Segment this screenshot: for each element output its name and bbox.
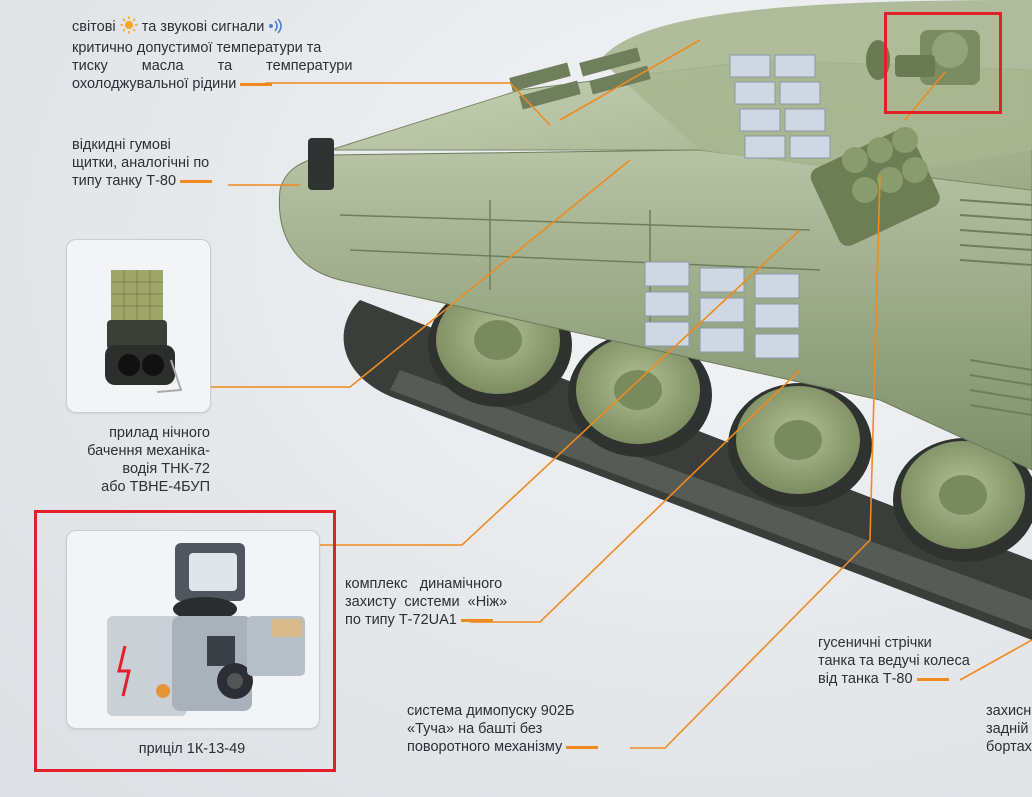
signals-prefix: світові: [72, 19, 116, 35]
callout-night-vision: прилад нічного бачення механіка- водія Т…: [60, 424, 210, 496]
highlight-frame-sight: [34, 510, 336, 772]
era-blocks: [644, 54, 831, 359]
callout-smoke: система димопуску 902Б «Туча» на башті б…: [407, 702, 637, 756]
rubber-flaps-line-3: типу танку Т-80: [72, 172, 232, 190]
side-line-1: захисн: [986, 703, 1032, 719]
sight-caption: приціл 1К-13-49: [138, 741, 246, 757]
night-vision-device-image: [105, 270, 183, 393]
orange-rule: [180, 179, 213, 183]
tracks-line-3: від танка Т-80: [818, 670, 1018, 688]
sight-device-image: [107, 543, 305, 716]
signals-line-2: критично допустимої температури та: [72, 40, 322, 56]
orange-rule: [240, 82, 273, 86]
night-vision-card: [66, 239, 211, 413]
side-line-2: задній: [986, 721, 1029, 737]
signals-line-4-text: охолоджувальної рідини: [72, 76, 237, 92]
smoke-line-3: поворотного механізму: [407, 738, 637, 756]
rubber-flaps-line-1: відкидні гумові: [72, 137, 171, 153]
side-line-3: бортах: [986, 739, 1032, 755]
smoke-line-3-text: поворотного механізму: [407, 739, 563, 755]
callout-side-protection: захисн задній бортах: [986, 702, 1032, 756]
era-line-3: по типу Т-72UA1: [345, 611, 523, 629]
road-wheels: [428, 283, 1032, 562]
signals-mid: та звукові сигнали: [141, 19, 265, 35]
signals-line-4: охолоджувальної рідини: [72, 75, 378, 93]
signals-line-3: тиску масла та температури: [72, 58, 353, 74]
night-vision-line-1: прилад нічного: [109, 425, 210, 441]
tracks-line-1: гусеничні стрічки: [818, 635, 932, 651]
sound-waves-icon: [268, 18, 284, 39]
orange-rule: [460, 618, 493, 622]
night-vision-line-3: водія ТНК-72: [122, 461, 210, 477]
callout-era: комплекс динамічного захисту системи «Ні…: [345, 575, 523, 629]
highlight-frame-turret: [884, 12, 1002, 114]
orange-rule: [566, 745, 599, 749]
orange-rule: [916, 677, 949, 681]
tracks-line-3-text: від танка Т-80: [818, 671, 913, 687]
era-line-3-text: по типу Т-72UA1: [345, 612, 457, 628]
turret-sight: [866, 30, 980, 85]
sun-icon: [120, 16, 138, 39]
rubber-flaps-line-2: щитки, аналогічні по: [72, 155, 210, 171]
sight-card: [66, 530, 320, 729]
rubber-flaps-line-3-text: типу танку Т-80: [72, 173, 177, 189]
era-line-1: комплекс динамічного: [345, 576, 503, 592]
callout-signals: світові та звукові сигнали критично допу…: [72, 16, 378, 93]
signals-line-1: світові та звукові сигнали: [72, 16, 378, 39]
leader-lines: [210, 39, 1032, 749]
callout-rubber-flaps: відкидні гумові щитки, аналогічні по тип…: [72, 136, 232, 190]
smoke-line-2: «Туча» на башті без: [407, 721, 543, 737]
night-vision-line-4: або ТВНЕ-4БУП: [101, 479, 210, 495]
smoke-launchers: [810, 127, 940, 246]
smoke-line-1: система димопуску 902Б: [407, 703, 575, 719]
callout-tracks: гусеничні стрічки танка та ведучі колеса…: [818, 634, 1018, 688]
era-line-2: захисту системи «Ніж»: [345, 594, 508, 610]
tracks-line-2: танка та ведучі колеса: [818, 653, 970, 669]
night-vision-line-2: бачення механіка-: [87, 443, 210, 459]
